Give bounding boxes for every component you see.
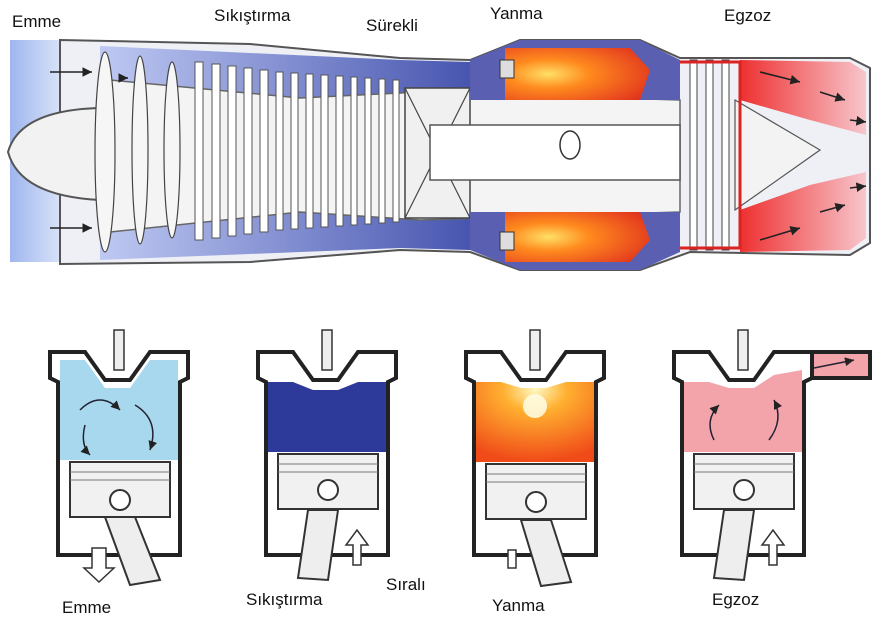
piston-pin: [318, 480, 338, 500]
spark-plug: [322, 330, 332, 370]
main-shaft: [430, 125, 680, 180]
turbine-label-continuous: Sürekli: [366, 16, 418, 36]
piston-label-combustion: Yanma: [492, 596, 545, 616]
turbine-label-intake: Emme: [12, 12, 61, 32]
turbine-label-exhaust: Egzoz: [724, 6, 771, 26]
turbine-engine: [8, 40, 870, 270]
piston-pin: [526, 492, 546, 512]
piston-label-exhaust: Egzoz: [712, 590, 759, 610]
spark-plug: [530, 330, 540, 370]
fan-blades: [95, 52, 180, 252]
piston-cylinder-compression: [258, 330, 396, 580]
spark-glow-icon: [523, 394, 547, 418]
fuel-injector-top: [500, 60, 514, 78]
spark-plug: [738, 330, 748, 370]
piston-cylinder-intake: [50, 330, 188, 585]
compressed-charge: [268, 382, 386, 452]
piston-cylinder-combustion: [466, 330, 604, 586]
piston-label-sequential: Sıralı: [386, 575, 426, 595]
piston-label-compression: Sıkıştırma: [246, 590, 323, 610]
turbine-stages: [690, 60, 729, 250]
combustion-flame-top: [505, 48, 650, 100]
piston-label-intake: Emme: [62, 598, 111, 618]
spark-plug: [114, 330, 124, 370]
turbine-label-combustion: Yanma: [490, 4, 543, 24]
piston-cylinder-exhaust: [674, 330, 870, 580]
power-stroke-marker: [508, 550, 516, 568]
piston-pin: [734, 480, 754, 500]
piston-pin: [110, 490, 130, 510]
turbine-label-compression: Sıkıştırma: [214, 6, 291, 26]
combustion-flame-bottom: [505, 212, 650, 262]
fuel-injector-bottom: [500, 232, 514, 250]
